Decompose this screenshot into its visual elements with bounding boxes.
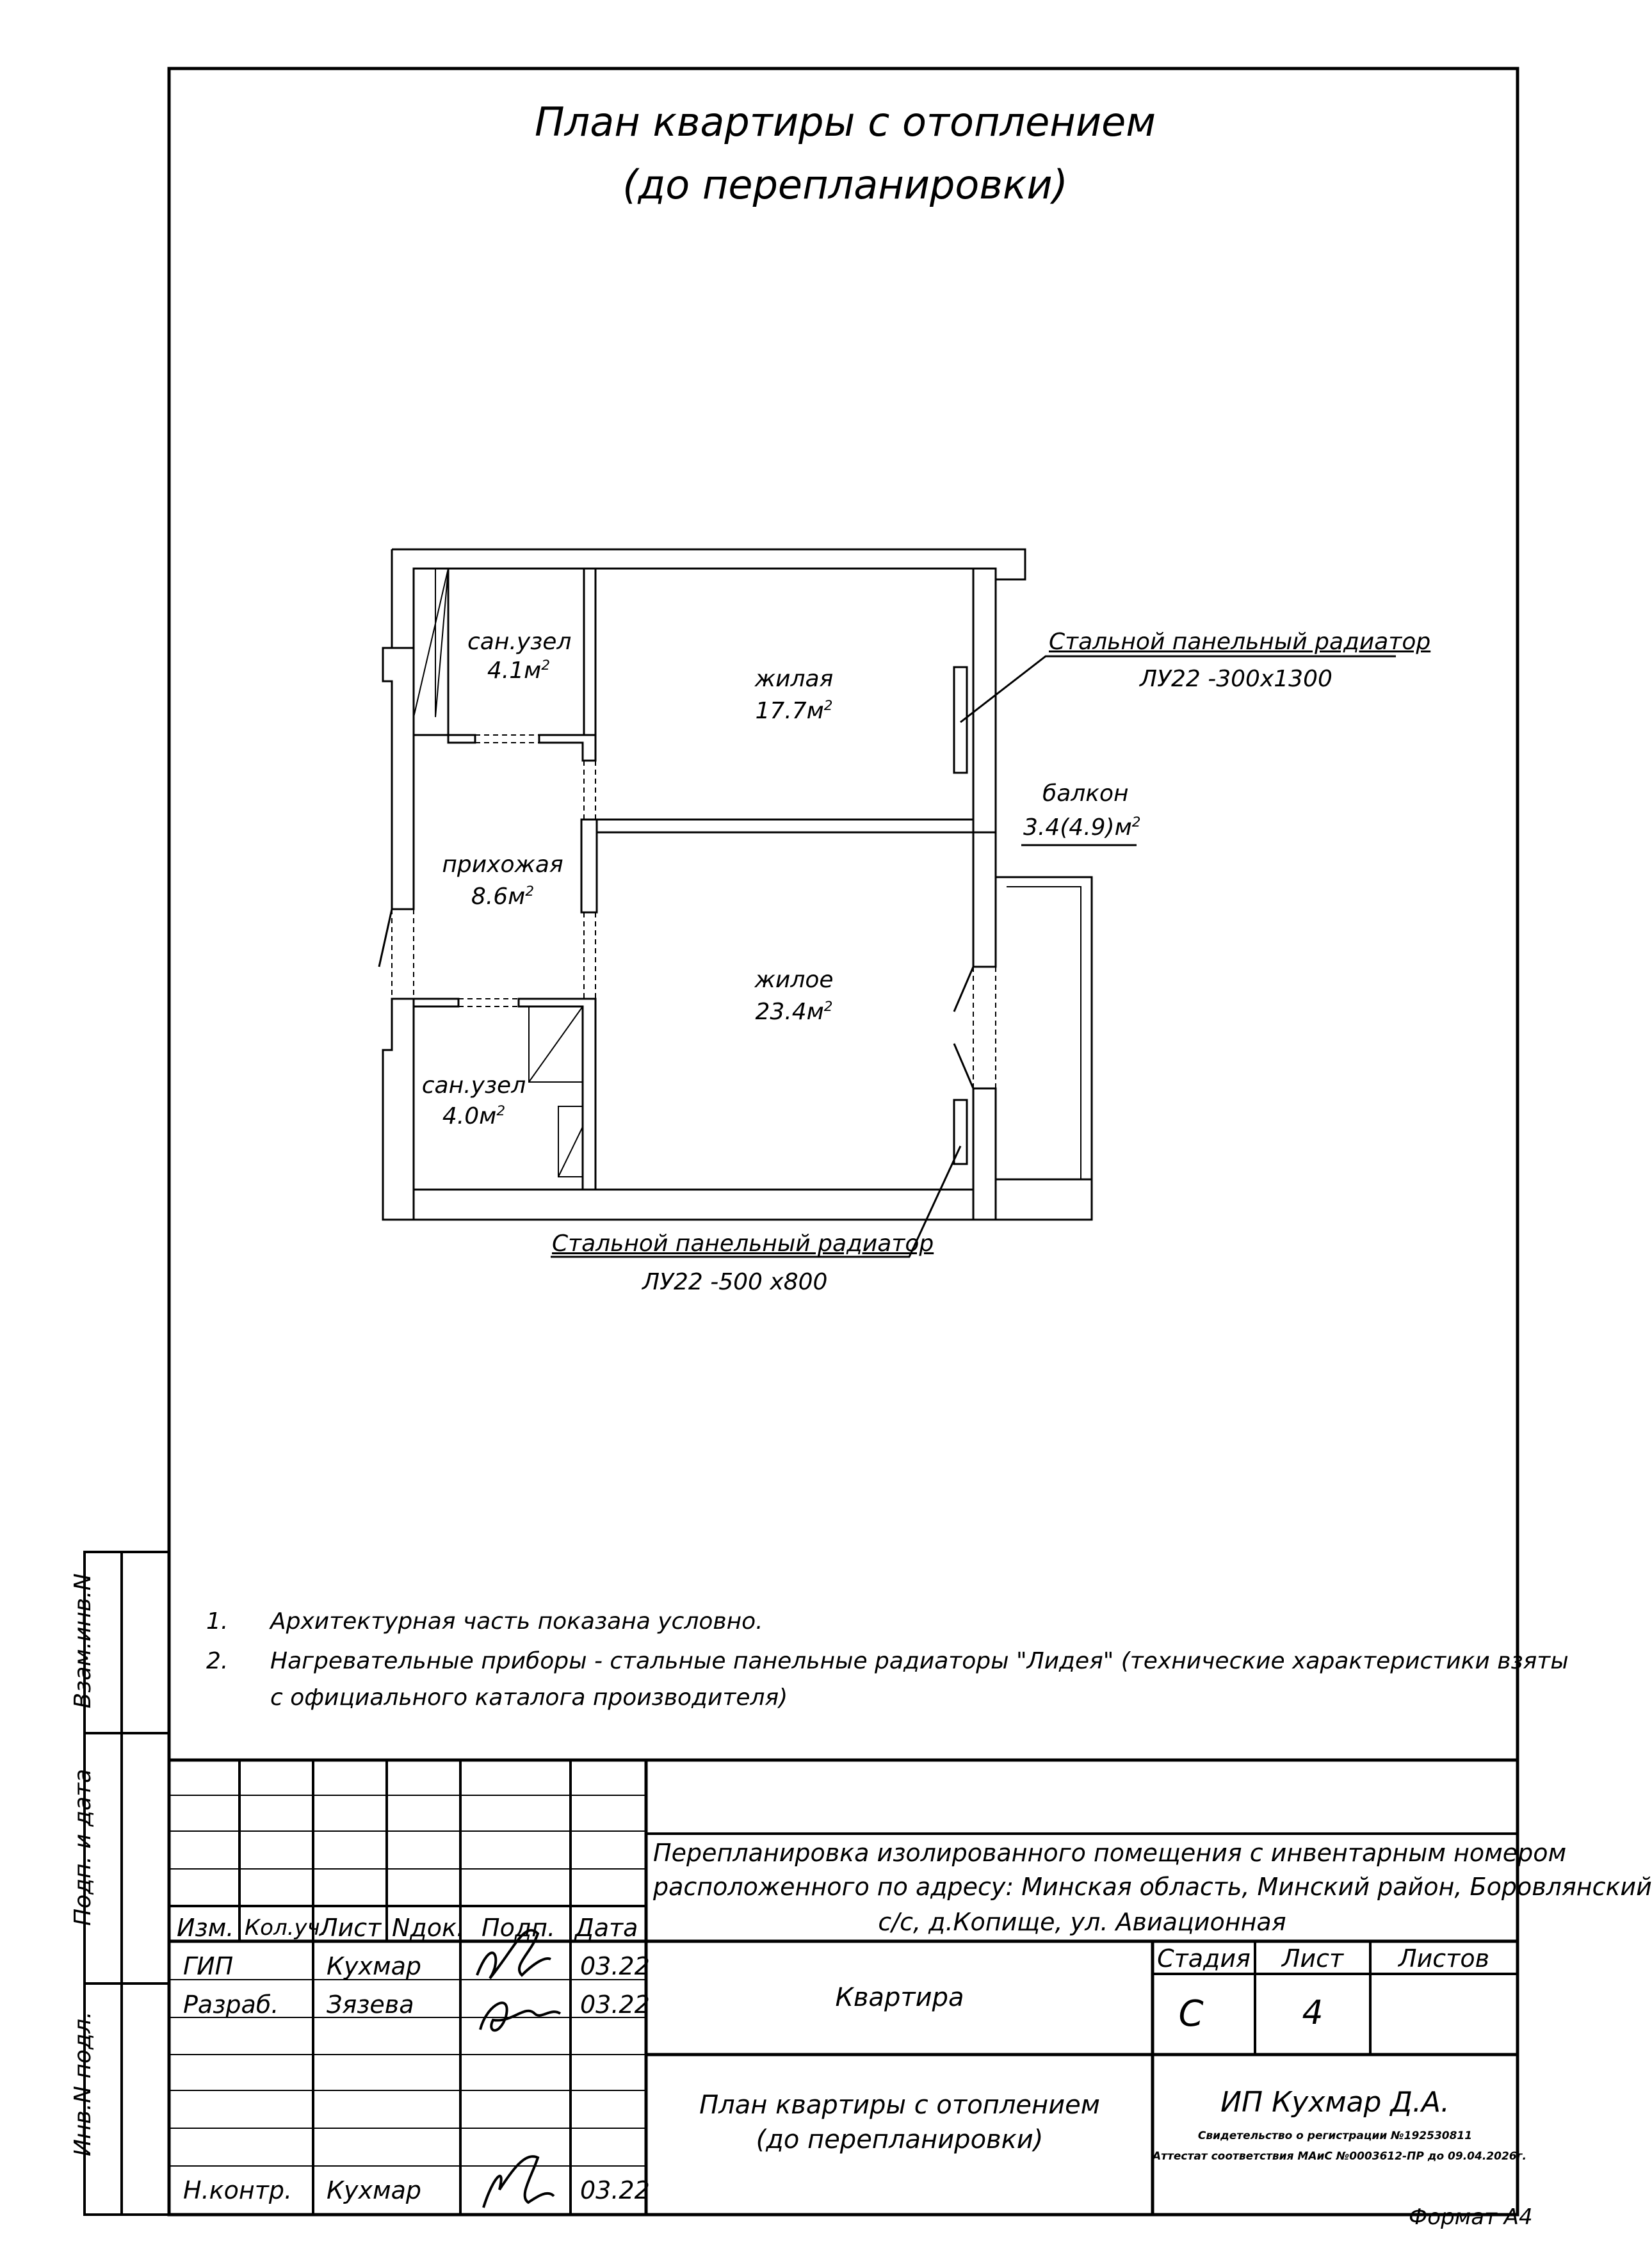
- shaft-upper: [435, 568, 449, 718]
- balcony-door-leaf-1: [953, 966, 975, 1012]
- partition-hall-pier: [580, 818, 598, 914]
- side-stamp-vzam: Взам.инв.N: [70, 1573, 96, 1709]
- room-bath2-area: 4.0м2: [442, 1103, 506, 1129]
- note-2-number: 2.: [206, 1648, 229, 1674]
- note-2-text: Нагревательные приборы - стальные панель…: [270, 1648, 1569, 1674]
- radiators: [953, 666, 968, 1165]
- radiator-upper: [953, 666, 968, 774]
- room-balcony-area: 3.4(4.9)м2: [1023, 814, 1141, 841]
- floor-plan: [378, 548, 1093, 1221]
- side-stamp-box: [83, 1551, 170, 2216]
- tb-header-data: Дата: [575, 1914, 638, 1942]
- exterior-wall-left: [382, 549, 415, 910]
- tb-company-registration: Свидетельство о регистрации №192530811: [1197, 2129, 1473, 2142]
- tb-sheet-title-line2: (до перепланировки): [756, 2125, 1044, 2154]
- tb-sheet-label: Лист: [1281, 1944, 1344, 1973]
- callout-radiator-upper-spec: ЛУ22 -300х1300: [1140, 666, 1332, 692]
- format-label: Формат А4: [1409, 2204, 1533, 2230]
- tb-object: Квартира: [835, 1983, 964, 2012]
- exterior-wall-bottom: [414, 1188, 975, 1221]
- note-1-text: Архитектурная часть показана условно.: [270, 1608, 763, 1635]
- tb-project-line1: Перепланировка изолированного помещения …: [653, 1839, 1567, 1867]
- tb-role-nkontr: Н.контр.: [183, 2176, 293, 2204]
- shaft-lower: [528, 1006, 583, 1083]
- tb-date-gip: 03.22: [580, 1952, 650, 1980]
- tb-role-razrab: Разраб.: [183, 1991, 279, 2019]
- signature-razrab: [479, 2001, 562, 2032]
- callout-radiator-lower-spec: ЛУ22 -500 х800: [642, 1269, 828, 1295]
- entry-door-leaf: [378, 909, 393, 967]
- callout-leaders: [551, 655, 1396, 1258]
- tb-name-nkontr: Кухмар: [327, 2176, 422, 2204]
- balcony-inner: [1007, 886, 1081, 1180]
- balcony-outline: [996, 876, 1093, 1221]
- room-hall-name: прихожая: [442, 852, 563, 878]
- tb-header-kolch: Кол.уч.: [245, 1915, 327, 1941]
- room-bath1-area: 4.1м2: [487, 658, 551, 684]
- note-2-continuation: с официального каталога производителя): [270, 1684, 788, 1711]
- room-bath2-name: сан.узел: [421, 1072, 526, 1099]
- room-living1-area: 17.7м2: [755, 698, 833, 724]
- note-1-number: 1.: [206, 1608, 229, 1635]
- room-living1-name: жилая: [754, 666, 834, 692]
- room-bath1-name: сан.узел: [467, 629, 572, 655]
- tb-sheet-value: 4: [1302, 1994, 1324, 2032]
- tb-header-list: Лист: [320, 1914, 382, 1942]
- tb-sheet-title-line1: План квартиры с отоплением: [699, 2090, 1100, 2120]
- radiator-lower: [953, 1099, 968, 1165]
- tb-name-razrab: Зязева: [327, 1991, 414, 2019]
- tb-company-attestation: Аттестат соответствия МАиС №0003612-ПР д…: [1153, 2150, 1526, 2163]
- note-2-continuation-clip: с официального каталога производителя): [270, 1684, 1167, 1709]
- shaft-lower-2: [558, 1106, 583, 1177]
- tb-header-izm: Изм.: [177, 1914, 234, 1942]
- tb-project-line2: расположенного по адресу: Минская област…: [653, 1873, 1652, 1901]
- partition-bath2-right: [517, 998, 597, 1191]
- tb-name-gip: Кухмар: [327, 1952, 422, 1980]
- tb-sheets-label: Листов: [1398, 1944, 1489, 1973]
- callout-radiator-lower-title: Стальной панельный радиатор: [552, 1231, 934, 1257]
- tb-header-podp: Подп.: [482, 1914, 556, 1942]
- balcony-door-leaf-2: [953, 1043, 975, 1089]
- tb-stage-value: С: [1178, 1993, 1204, 2035]
- exterior-wall-right-bottom: [972, 1087, 997, 1221]
- tb-role-gip: ГИП: [183, 1952, 234, 1980]
- sheet-frame: [167, 67, 1519, 2217]
- title-block-grid: [169, 1758, 1518, 2215]
- tb-company: ИП Кухмар Д.А.: [1220, 2086, 1450, 2119]
- exterior-wall-left-lower: [382, 998, 415, 1221]
- signature-gip: [476, 1928, 551, 1980]
- tb-date-nkontr: 03.22: [580, 2176, 650, 2204]
- partition-bath2: [414, 998, 460, 1008]
- drawing-title-line2: (до перепланировки): [622, 161, 1068, 208]
- room-balcony-name: балкон: [1042, 780, 1129, 807]
- partition-middle: [597, 818, 975, 834]
- drawing-title-line1: План квартиры с отоплением: [534, 99, 1156, 145]
- tb-date-razrab: 03.22: [580, 1991, 650, 2019]
- partition-bath1-left: [414, 569, 476, 744]
- callout-radiator-upper-title: Стальной панельный радиатор: [1049, 629, 1431, 655]
- exterior-wall-right-top: [972, 567, 997, 968]
- format-label-clip: Формат А4: [1396, 2206, 1533, 2228]
- tb-header-ndok: Nдок.: [392, 1914, 464, 1942]
- tb-stage-label: Стадия: [1157, 1944, 1251, 1973]
- partition-bath1-right: [583, 569, 597, 761]
- signature-nkontr: [482, 2155, 555, 2208]
- side-stamp-inv: Инв.N подл.: [70, 2011, 96, 2156]
- room-hall-area: 8.6м2: [471, 884, 535, 910]
- side-stamp-podp: Подп. и дата: [70, 1768, 96, 1926]
- tb-project-line3: с/с, д.Копище, ул. Авиационная: [878, 1908, 1286, 1936]
- drawing-sheet: [83, 67, 1519, 2217]
- room-living2-name: жилое: [754, 967, 834, 993]
- room-living2-area: 23.4м2: [755, 999, 833, 1025]
